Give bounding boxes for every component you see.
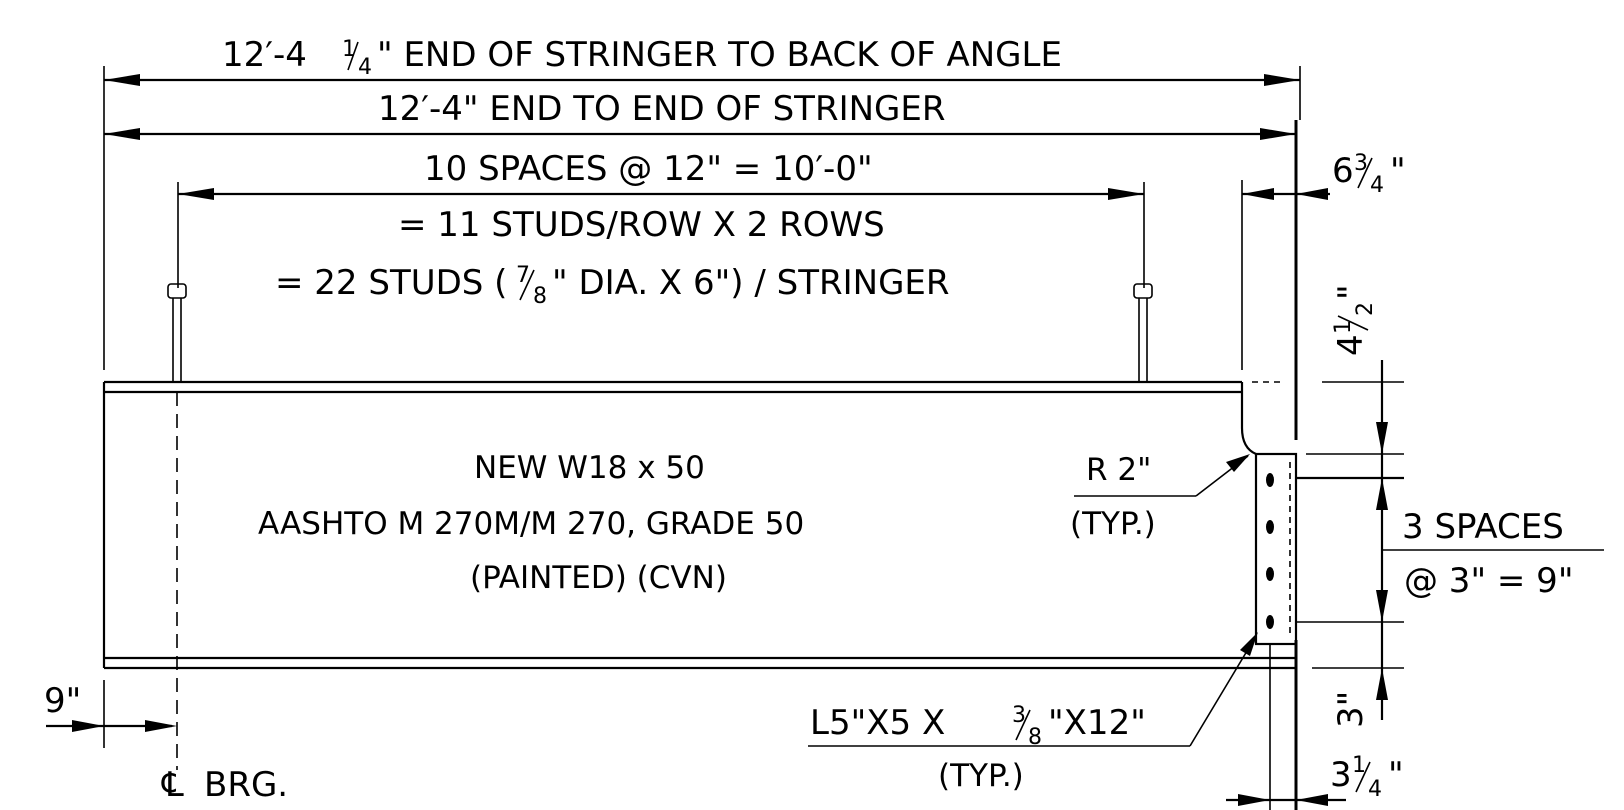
angle-label-suffix: "X12" bbox=[1048, 703, 1146, 743]
dim-overall-to-angle-text: 12′-4 bbox=[222, 35, 307, 75]
dim-vertical-right: 4 1 2 " 3" 3 SPACES @ 3" = 9" bbox=[1296, 284, 1604, 728]
dim-left-offset: 9" bbox=[44, 680, 177, 748]
studs-total-frac-den: 8 bbox=[533, 284, 547, 309]
angle-label: L5"X5 X bbox=[810, 703, 945, 743]
dim-bolt-spacing-1: 3 SPACES bbox=[1402, 507, 1564, 547]
dim-bottom-right-den: 4 bbox=[1368, 777, 1382, 802]
beam-label-line3: (PAINTED) (CVN) bbox=[470, 560, 727, 596]
dim-bottom-right-whole: 3 bbox=[1330, 755, 1352, 795]
dim-vertical-top-den: 2 bbox=[1353, 302, 1378, 316]
dim-overall-stringer-text: 12′-4" END TO END OF STRINGER bbox=[378, 89, 946, 129]
shear-stud-left bbox=[167, 283, 187, 382]
angle-callout: L5"X5 X 3 8 "X12" (TYP.) bbox=[808, 632, 1258, 794]
dim-bottom-right-unit: " bbox=[1388, 755, 1404, 795]
bolt-1 bbox=[1266, 473, 1274, 487]
bolt-3 bbox=[1266, 567, 1274, 581]
studs-per-row-text: = 11 STUDS/ROW X 2 ROWS bbox=[398, 205, 885, 245]
studs-total-suffix: " DIA. X 6") / STRINGER bbox=[552, 263, 950, 303]
connection-angle bbox=[1254, 452, 1298, 646]
dim-right-top-unit: " bbox=[1390, 151, 1406, 191]
dim-left-offset-text: 9" bbox=[44, 681, 81, 721]
radius-label: R 2" bbox=[1086, 452, 1151, 488]
angle-typ: (TYP.) bbox=[938, 758, 1024, 794]
dim-bolt-spacing-2: @ 3" = 9" bbox=[1404, 561, 1573, 601]
dim-right-top-den: 4 bbox=[1370, 173, 1384, 198]
bolt-2 bbox=[1266, 520, 1274, 534]
angle-frac-num: 3 bbox=[1012, 703, 1026, 728]
bearing-label: BRG. bbox=[204, 765, 288, 805]
dim-stud-spacing: 10 SPACES @ 12" = 10′-0" = 11 STUDS/ROW … bbox=[177, 149, 1145, 309]
dim-right-top-whole: 6 bbox=[1332, 151, 1354, 191]
dim-overall-to-angle-suffix: " END OF STRINGER TO BACK OF ANGLE bbox=[377, 35, 1062, 75]
beam-w18x50 bbox=[102, 380, 1296, 670]
beam-label-line1: NEW W18 x 50 bbox=[474, 450, 705, 486]
radius-typ: (TYP.) bbox=[1070, 506, 1156, 542]
dim-vertical-top-unit: " bbox=[1331, 284, 1371, 300]
angle-frac-den: 8 bbox=[1028, 725, 1042, 750]
dim-overall-to-angle-frac-den: 4 bbox=[358, 55, 372, 80]
radius-callout: R 2" (TYP.) bbox=[1070, 452, 1250, 542]
shear-stud-right bbox=[1133, 283, 1153, 382]
dim-right-top: 6 3 4 " bbox=[1241, 151, 1406, 370]
studs-total-text: = 22 STUDS ( bbox=[275, 263, 507, 303]
dim-bottom-right: 3 1 4 " bbox=[1226, 644, 1404, 810]
dim-overall-to-angle-frac-num: 1 bbox=[342, 37, 356, 62]
dim-vertical-top-whole: 4 bbox=[1331, 334, 1371, 356]
dim-vertical-bottom-text: 3" bbox=[1331, 691, 1371, 728]
dim-bottom-right-num: 1 bbox=[1352, 753, 1366, 778]
dim-vertical-top-num: 1 bbox=[1331, 320, 1356, 334]
beam-label-line2: AASHTO M 270M/M 270, GRADE 50 bbox=[258, 506, 804, 542]
studs-total-frac-num: 7 bbox=[516, 263, 530, 288]
dim-overall-to-angle: 12′-4 1 4 " END OF STRINGER TO BACK OF A… bbox=[104, 35, 1300, 86]
dim-stud-spacing-text: 10 SPACES @ 12" = 10′-0" bbox=[424, 149, 873, 189]
bearing-centerline-symbol: ℄ bbox=[161, 765, 184, 805]
dim-right-top-num: 3 bbox=[1354, 151, 1368, 176]
bolt-4 bbox=[1266, 615, 1274, 629]
dim-overall-stringer: 12′-4" END TO END OF STRINGER bbox=[104, 89, 1296, 140]
